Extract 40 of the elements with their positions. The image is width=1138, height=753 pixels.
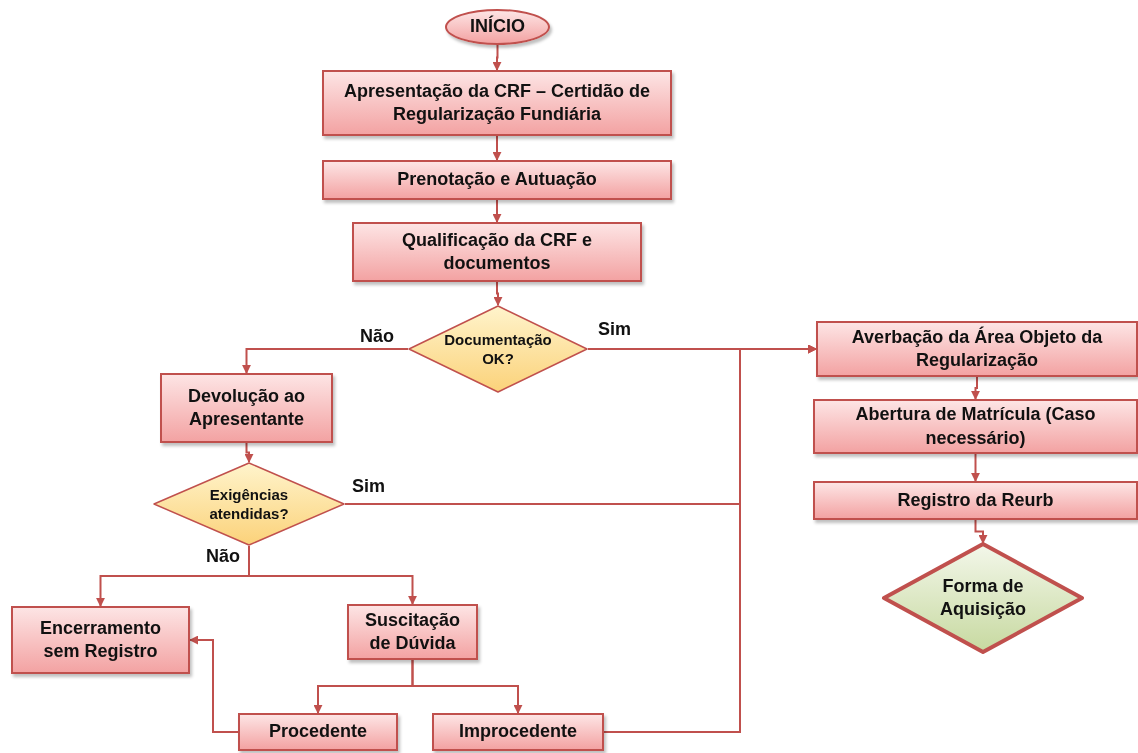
process-box — [352, 222, 642, 282]
connector-arrow — [974, 519, 988, 544]
process-box — [11, 606, 190, 674]
node-text: Procedente — [267, 720, 368, 744]
node-text: Suscitação de Dúvida — [363, 608, 461, 655]
connector-arrow — [603, 344, 817, 733]
connector-arrow — [492, 199, 502, 223]
process-box — [813, 399, 1138, 454]
connector-arrow — [971, 376, 980, 400]
node-text: Qualificação da CRF e documentos — [400, 228, 594, 275]
node-text: Improcedente — [458, 720, 578, 744]
process-box — [160, 373, 333, 443]
process-box — [322, 70, 672, 136]
connector-arrow — [244, 442, 254, 463]
node-text: Prenotação e Autuação — [396, 168, 598, 192]
process-box — [238, 713, 398, 751]
node-text: Registro da Reurb — [896, 488, 1055, 512]
node-text: Encerramento sem Registro — [38, 616, 162, 663]
node-text: Documentação OK? — [443, 329, 553, 369]
process-box — [813, 481, 1138, 520]
connector-arrow — [242, 348, 409, 374]
start-oval — [445, 9, 550, 45]
process-box — [322, 160, 672, 200]
node-text: INÍCIO — [469, 15, 526, 39]
process-box — [816, 321, 1138, 377]
connector-arrow — [492, 44, 502, 71]
connector-arrow — [971, 453, 980, 482]
connector-arrow — [248, 545, 417, 605]
process-box — [432, 713, 604, 751]
node-text: Abertura de Matrícula (Caso necessário) — [854, 403, 1097, 450]
process-box — [347, 604, 478, 660]
connector-arrow — [411, 659, 523, 714]
connector-arrow — [189, 635, 239, 733]
connector-arrow — [492, 135, 502, 161]
node-text: Exigências atendidas? — [208, 484, 290, 524]
node-text: Devolução ao Apresentante — [186, 384, 306, 431]
node-text: Forma de Aquisição — [939, 574, 1027, 621]
connector-arrow — [493, 281, 503, 306]
node-text: Apresentação da CRF – Certidão de Regularização Fundiária — [342, 79, 652, 126]
node-text: Averbação da Área Objeto da Regularização — [850, 325, 1104, 372]
